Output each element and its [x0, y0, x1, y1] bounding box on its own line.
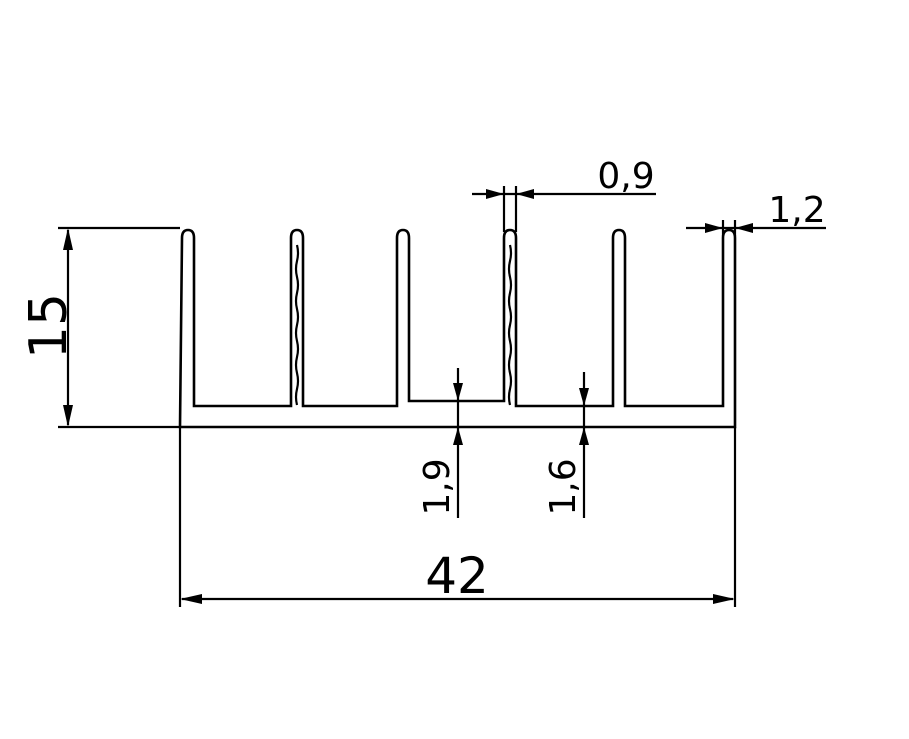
width-arrow-left: [180, 594, 202, 604]
fin-texture-4: [507, 244, 513, 406]
fin-thin-arrow-right: [516, 189, 534, 199]
base-right-arrow-top: [579, 388, 589, 406]
fin-texture-2: [294, 244, 300, 406]
fin-thin-arrow-left: [486, 189, 504, 199]
profile-outline: [178, 228, 737, 429]
height-label: 15: [19, 293, 79, 359]
height-arrow-bottom: [63, 405, 73, 427]
base-center-dimension: 1,9: [417, 368, 463, 518]
base-right-arrow-bottom: [579, 427, 589, 445]
height-dimension: 15: [19, 226, 180, 429]
fin-end-arrow-left: [705, 223, 723, 233]
width-arrow-right: [713, 594, 735, 604]
heatsink-profile: [178, 228, 737, 429]
width-label: 42: [425, 547, 489, 605]
fin-thin-dimension: 0,9: [472, 156, 656, 232]
base-center-arrow-bottom: [453, 427, 463, 445]
base-center-arrow-top: [453, 383, 463, 401]
fin-thin-label: 0,9: [597, 156, 654, 197]
width-dimension: 42: [178, 427, 737, 607]
base-right-dimension: 1,6: [543, 372, 589, 518]
height-arrow-top: [63, 228, 73, 250]
fin-end-label: 1,2: [768, 190, 825, 231]
fin-end-dimension: 1,2: [686, 190, 826, 236]
base-center-label: 1,9: [417, 458, 458, 515]
base-right-label: 1,6: [543, 458, 584, 515]
fin-end-arrow-right: [735, 223, 753, 233]
